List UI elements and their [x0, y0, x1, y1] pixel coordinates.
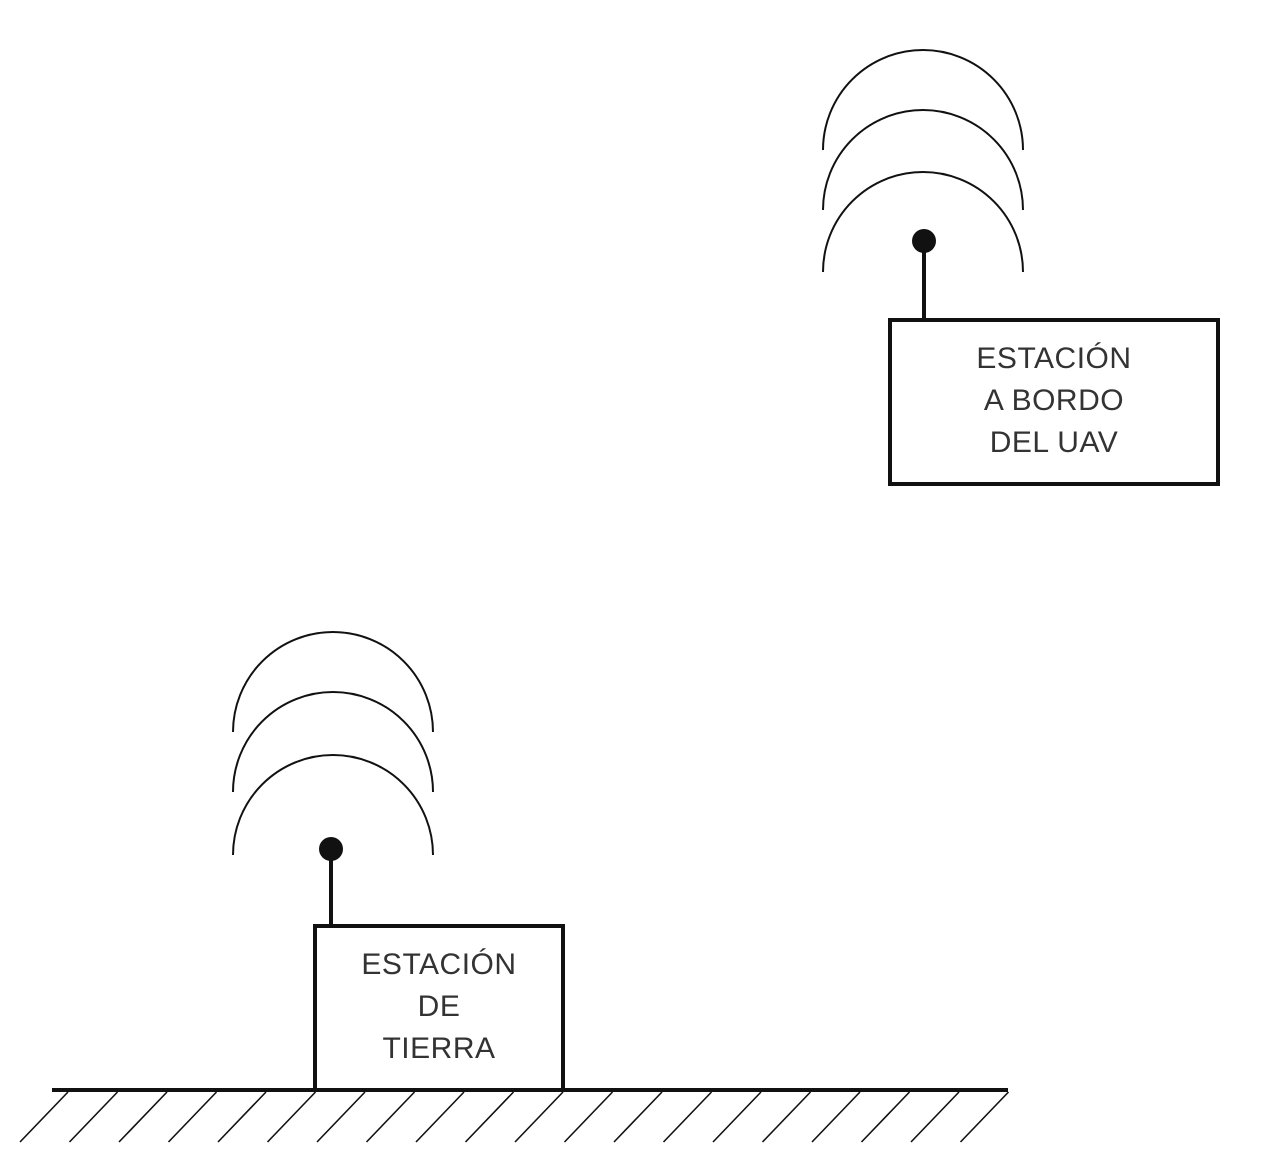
hatch-line [712, 1091, 762, 1143]
ground-station-label: ESTACIÓN DE TIERRA [315, 944, 563, 1070]
hatch-line [613, 1091, 663, 1143]
ground-hatching [19, 1091, 1010, 1143]
hatch-line [563, 1091, 614, 1143]
hatch-line [761, 1091, 812, 1143]
uav-antenna-tip [912, 229, 936, 253]
hatch-line [464, 1091, 515, 1143]
ground-wave-middle [232, 691, 434, 793]
uav-wave-inner [822, 171, 1024, 273]
hatch-line [910, 1091, 960, 1143]
hatch-line [662, 1091, 713, 1143]
hatch-line [514, 1091, 564, 1143]
hatch-line [959, 1091, 1010, 1143]
uav-wave-middle [822, 109, 1024, 211]
ground-surface [19, 1088, 1010, 1143]
uav-station-box [888, 318, 1220, 486]
ground-wave-outer [232, 631, 434, 733]
hatch-line [811, 1091, 861, 1143]
ground-antenna-tip [319, 837, 343, 861]
ground-label-line-2: DE [417, 990, 461, 1023]
hatch-line [68, 1091, 119, 1143]
ground-label-line-1: ESTACIÓN [361, 948, 517, 981]
uav-station-label: ESTACIÓN A BORDO DEL UAV [890, 338, 1218, 464]
uav-station [822, 49, 1220, 486]
ground-antenna-icon [319, 837, 343, 926]
uav-radio-waves [822, 49, 1024, 273]
hatch-line [266, 1091, 317, 1143]
hatch-line [365, 1091, 416, 1143]
hatch-line [316, 1091, 366, 1143]
uav-wave-outer [822, 49, 1024, 151]
uav-label-line-2: A BORDO [983, 384, 1125, 417]
ground-label-line-3: TIERRA [382, 1032, 496, 1065]
hatch-line [118, 1091, 168, 1143]
uav-label-line-3: DEL UAV [989, 426, 1119, 459]
hatch-line [217, 1091, 267, 1143]
ground-wave-inner [232, 754, 434, 856]
hatch-line [415, 1091, 465, 1143]
hatch-line [167, 1091, 218, 1143]
uav-antenna-icon [912, 229, 936, 320]
ground-radio-waves [232, 631, 434, 856]
uav-label-line-1: ESTACIÓN [976, 342, 1132, 375]
hatch-line [860, 1091, 911, 1143]
hatch-line [19, 1091, 69, 1143]
